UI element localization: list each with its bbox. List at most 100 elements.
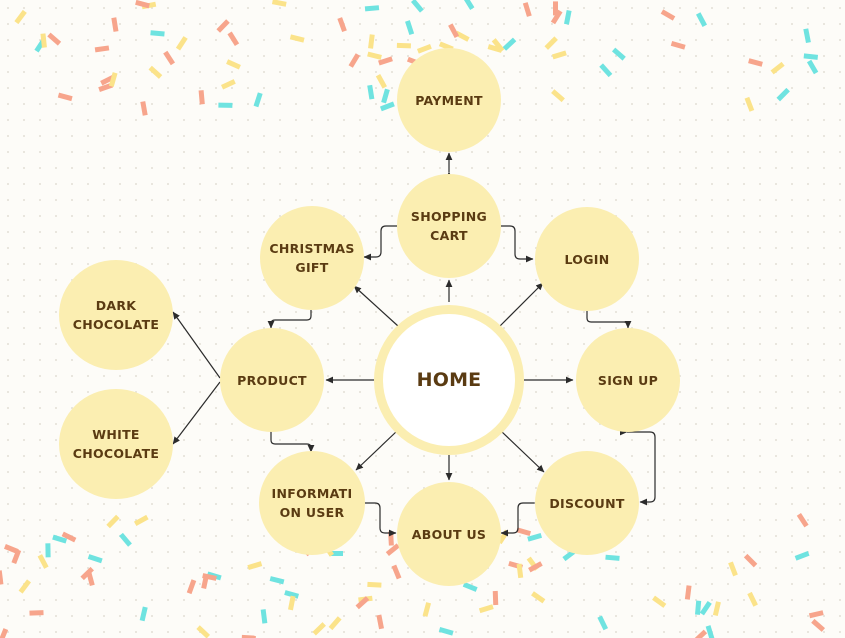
node-payment: PAYMENT <box>397 48 501 152</box>
node-label-home: HOME <box>416 368 482 391</box>
confetti-piece <box>220 79 236 90</box>
confetti-piece <box>198 90 205 105</box>
confetti-piece <box>11 549 22 565</box>
confetti-piece <box>410 0 424 13</box>
node-information-user: INFORMATI ON USER <box>259 451 365 555</box>
confetti-piece <box>376 614 384 630</box>
confetti-piece <box>808 610 824 619</box>
confetti-piece <box>652 595 667 608</box>
node-shopping-cart: SHOPPING CART <box>397 174 501 278</box>
confetti-piece <box>289 34 305 43</box>
confetti-piece <box>288 595 296 611</box>
node-label-dark-chocolate: DARK CHOCOLATE <box>72 298 160 332</box>
confetti-piece <box>348 53 361 68</box>
arrow-product-to-white-chocolate <box>172 381 221 445</box>
confetti-piece <box>196 625 211 638</box>
confetti-piece <box>396 42 411 49</box>
node-label-login: LOGIN <box>564 251 610 267</box>
confetti-piece <box>611 47 626 61</box>
confetti-piece <box>148 65 163 79</box>
confetti-piece <box>106 514 120 529</box>
confetti-piece <box>202 573 217 581</box>
confetti-piece <box>748 58 763 67</box>
confetti-piece <box>61 531 77 543</box>
confetti-piece <box>803 53 819 60</box>
node-label-payment: PAYMENT <box>415 92 483 108</box>
confetti-piece <box>516 563 524 579</box>
confetti-piece <box>52 534 68 544</box>
confetti-piece <box>803 28 811 44</box>
confetti-piece <box>670 40 686 50</box>
arrow-home-to-login <box>499 282 544 327</box>
confetti-piece <box>367 84 375 100</box>
confetti-piece <box>367 581 382 588</box>
node-discount: DISCOUNT <box>535 451 639 555</box>
node-product: PRODUCT <box>220 328 324 432</box>
confetti-piece <box>378 56 393 66</box>
confetti-piece <box>391 564 402 580</box>
node-label-about-us: ABOUT US <box>411 526 487 542</box>
confetti-piece <box>454 30 470 42</box>
confetti-piece <box>551 89 565 103</box>
confetti-piece <box>728 561 738 577</box>
confetti-piece <box>522 2 532 17</box>
confetti-piece <box>328 616 342 631</box>
connector-cart-login <box>494 222 534 263</box>
confetti-piece <box>385 543 400 557</box>
confetti-piece <box>94 45 110 53</box>
confetti-piece <box>811 618 826 632</box>
confetti-piece <box>29 610 44 616</box>
node-sign-up: SIGN UP <box>576 328 680 432</box>
confetti-piece <box>796 512 809 528</box>
node-label-white-chocolate: WHITE CHOCOLATE <box>72 427 160 461</box>
confetti-piece <box>544 36 558 50</box>
confetti-piece <box>375 73 387 89</box>
confetti-piece <box>528 561 543 573</box>
confetti-piece <box>186 579 197 595</box>
confetti-piece <box>776 87 790 102</box>
confetti-piece <box>175 36 188 51</box>
confetti-piece <box>693 629 708 638</box>
confetti-piece <box>367 51 382 60</box>
confetti-piece <box>216 19 230 33</box>
confetti-piece <box>564 10 572 25</box>
confetti-piece <box>135 0 150 9</box>
arrow-product-to-dark-chocolate <box>172 311 221 379</box>
confetti-piece <box>416 43 432 54</box>
confetti-piece <box>18 579 32 594</box>
confetti-piece <box>462 581 478 592</box>
node-christmas-gift: CHRISTMAS GIFT <box>260 206 364 310</box>
confetti-piece <box>163 50 176 66</box>
confetti-piece <box>448 23 460 39</box>
node-label-information-user: INFORMATI ON USER <box>271 486 353 520</box>
confetti-piece <box>699 600 712 616</box>
confetti-piece <box>705 625 715 638</box>
confetti-piece <box>478 604 494 614</box>
connector-product-information-user <box>267 424 315 453</box>
confetti-piece <box>355 596 370 610</box>
confetti-piece <box>80 566 94 581</box>
confetti-piece <box>550 9 563 25</box>
confetti-piece <box>150 30 165 37</box>
confetti-piece <box>747 591 758 607</box>
confetti-piece <box>684 585 692 600</box>
confetti-piece <box>794 550 810 561</box>
confetti-piece <box>260 609 268 624</box>
confetti-piece <box>743 553 758 568</box>
confetti-piece <box>139 606 148 622</box>
node-about-us: ABOUT US <box>397 482 501 586</box>
confetti-piece <box>269 576 285 585</box>
confetti-piece <box>40 33 47 48</box>
confetti-piece <box>45 543 51 558</box>
confetti-piece <box>312 622 326 636</box>
node-label-christmas-gift: CHRISTMAS GIFT <box>269 241 355 275</box>
confetti-piece <box>770 61 785 75</box>
confetti-piece <box>57 92 73 102</box>
confetti-piece <box>531 591 546 604</box>
confetti-piece <box>218 102 233 108</box>
confetti-piece <box>119 532 132 547</box>
confetti-piece <box>462 0 475 10</box>
confetti-piece <box>806 59 819 75</box>
confetti-piece <box>405 20 415 36</box>
node-login: LOGIN <box>535 207 639 311</box>
